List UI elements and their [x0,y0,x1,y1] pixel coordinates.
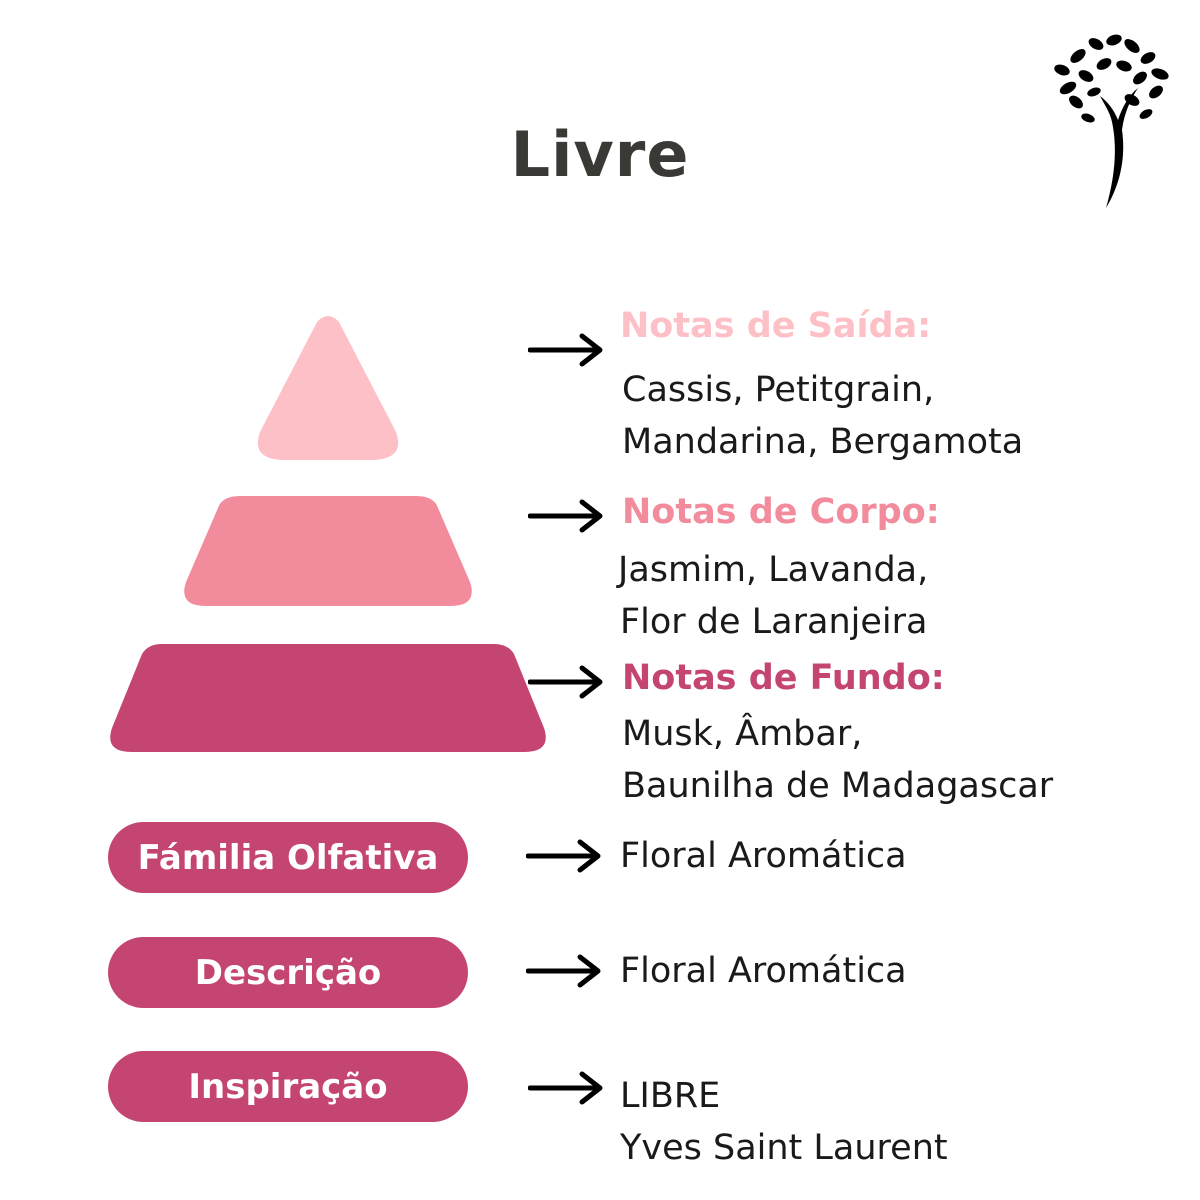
inspiration-badge: Inspiração [108,1051,468,1122]
base-notes-heading: Notas de Fundo: [622,658,945,698]
top-notes-line-1: Cassis, Petitgrain, [622,370,935,410]
heart-notes-line-2: Flor de Laranjeira [620,602,928,642]
description-value: Floral Aromática [620,951,907,991]
base-notes-line-1: Musk, Âmbar, [622,714,863,754]
pyramid-middle-tier [184,496,472,606]
heart-notes-heading: Notas de Corpo: [622,492,940,532]
top-notes-heading: Notas de Saída: [620,306,932,346]
page-title: Livre [510,118,690,191]
pyramid-base-tier [110,644,546,752]
arrow-right-icon [528,333,603,367]
heart-notes-line-1: Jasmim, Lavanda, [618,550,929,590]
tree-logo-icon [1054,34,1169,208]
top-notes-line-2: Mandarina, Bergamota [622,422,1024,462]
inspiration-line-2: Yves Saint Laurent [620,1128,948,1168]
arrow-right-icon [528,499,603,533]
base-notes-line-2: Baunilha de Madagascar [622,766,1054,806]
arrow-right-icon [528,665,603,699]
arrow-right-icon [528,1071,603,1105]
family-value: Floral Aromática [620,836,907,876]
family-badge: Fámilia Olfativa [108,822,468,893]
fragrance-pyramid [110,316,546,752]
inspiration-line-1: LIBRE [620,1076,721,1116]
pyramid-top-tier [257,316,399,460]
arrow-right-icon [526,954,601,988]
description-badge: Descrição [108,937,468,1008]
arrow-right-icon [526,839,601,873]
